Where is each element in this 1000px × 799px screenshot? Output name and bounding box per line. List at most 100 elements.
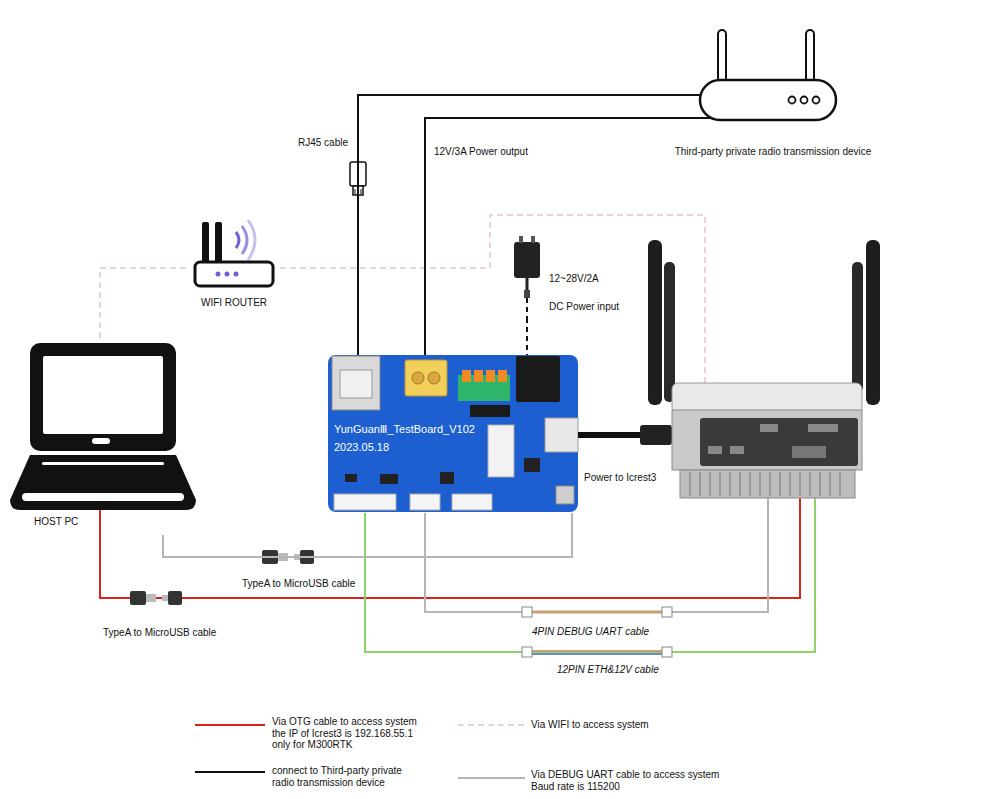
legend-line-sample	[195, 724, 265, 726]
wifi-router-drawing	[225, 272, 230, 277]
test-board-drawing	[332, 356, 380, 410]
dc-power-cable	[526, 318, 528, 355]
debug-usb-cable	[163, 513, 572, 557]
cable-label: TypeA to MicroUSB cable	[240, 578, 357, 590]
laptop-drawing	[22, 493, 184, 501]
wifi-router-drawing	[215, 222, 222, 264]
radio-device-drawing	[660, 30, 836, 120]
radio-device-drawing	[718, 30, 726, 82]
test-board-drawing	[440, 472, 454, 484]
laptop-drawing	[42, 462, 164, 465]
icrest3-drawing	[852, 262, 863, 392]
laptop-drawing	[43, 356, 163, 434]
rj45-plug-icon	[361, 189, 362, 194]
wifi-router-drawing	[202, 222, 209, 264]
radio-device-drawing	[700, 80, 836, 120]
radio-device: Third-party private radio transmission d…	[668, 28, 878, 164]
legend-line-sample	[458, 777, 525, 779]
test-board-drawing	[516, 356, 560, 402]
test-board-drawing	[410, 494, 440, 510]
node-label: 12~28V/2A	[549, 273, 625, 285]
icrest3-drawing	[708, 446, 722, 454]
test-board-drawing	[474, 370, 483, 382]
wifi-router-drawing	[234, 272, 239, 277]
power-adapter-drawing	[526, 298, 528, 318]
radio-device-drawing	[806, 30, 814, 82]
uart-cable-icon	[662, 607, 672, 617]
power-adapter-drawing	[526, 278, 529, 292]
radio-device-drawing	[813, 97, 820, 104]
eth-cable-icon	[530, 650, 664, 652]
test-board-drawing	[405, 360, 447, 396]
test-board-drawing	[486, 370, 495, 382]
legend-text: connect to Third-party private radio tra…	[272, 765, 412, 788]
laptop-drawing	[30, 343, 176, 451]
usb-cable-icon	[162, 595, 168, 601]
test-board-drawing	[428, 372, 440, 384]
icrest3-drawing	[760, 424, 778, 432]
icrest3-drawing	[648, 240, 662, 405]
cable-label: 4PIN DEBUG UART cable	[530, 626, 651, 638]
test-board-drawing	[470, 405, 510, 417]
wifi-router-drawing	[195, 220, 273, 286]
uart-cable-icon	[530, 611, 664, 614]
eth-cable-icon	[662, 647, 672, 657]
wifi-router-drawing	[242, 226, 247, 254]
power-adapter-drawing	[531, 236, 535, 243]
power-cable-drawing	[640, 425, 672, 445]
icrest3-drawing	[690, 472, 840, 496]
usb-cable-icon	[130, 591, 146, 605]
wifi-router-drawing	[195, 262, 273, 286]
icrest3-drawing	[648, 240, 880, 498]
icrest3-drawing	[680, 470, 855, 498]
usb-cable-icon	[168, 591, 182, 605]
icrest3-drawing	[672, 383, 862, 413]
laptop-drawing	[10, 455, 196, 510]
node-label: 2023.05.18	[334, 441, 576, 454]
legend-line-sample	[195, 771, 265, 773]
test-board-drawing	[524, 458, 540, 472]
test-board-drawing	[556, 486, 574, 504]
test-board-drawing	[380, 474, 398, 484]
test-board-drawing	[462, 370, 471, 382]
test-board-drawing	[334, 494, 396, 510]
power-adapter-drawing	[524, 290, 530, 298]
legend-line-sample	[458, 724, 525, 726]
usb-cable-icon	[130, 591, 182, 605]
power-cable-drawing	[578, 432, 645, 438]
cable-label: TypeA to MicroUSB cable	[101, 627, 218, 639]
icrest3-drawing	[792, 446, 826, 458]
test-board-drawing	[345, 474, 357, 482]
icrest3-drawing	[866, 240, 880, 405]
eth-cable-icon	[530, 653, 664, 655]
cable-label: RJ45 cable	[296, 137, 350, 149]
test-board-drawing	[412, 372, 424, 384]
uart-cable-icon	[522, 607, 532, 617]
eth-cable-icon	[522, 647, 672, 657]
test-board-drawing	[488, 425, 514, 477]
uart-cable-icon	[522, 607, 672, 617]
radio-device-drawing	[801, 97, 808, 104]
power-output-cable	[425, 118, 668, 355]
legend-text: Via WIFI to access system	[531, 719, 731, 731]
test-board-drawing	[328, 355, 578, 512]
icrest3-drawing	[664, 262, 675, 402]
power-adapter: 12~28V/2A DC Power input	[505, 235, 627, 318]
power-adapter-drawing	[514, 236, 540, 318]
rj45-cable	[358, 95, 668, 355]
wifi-router-drawing	[236, 232, 239, 248]
node-label: DC Power input	[549, 301, 625, 313]
icrest3-drawing	[808, 424, 838, 432]
wifi-link	[100, 268, 188, 338]
wifi-router-drawing	[216, 272, 221, 277]
test-board: YunGuanⅢ_TestBoard_V1022023.05.18	[328, 355, 578, 513]
laptop-drawing	[92, 438, 110, 444]
node-label: Third-party private radio transmission d…	[672, 146, 874, 158]
power-cable-drawing	[578, 425, 672, 445]
power-adapter-drawing	[519, 236, 523, 243]
wifi-router: WIFI ROUTER	[188, 215, 280, 313]
radio-device-drawing	[789, 97, 796, 104]
